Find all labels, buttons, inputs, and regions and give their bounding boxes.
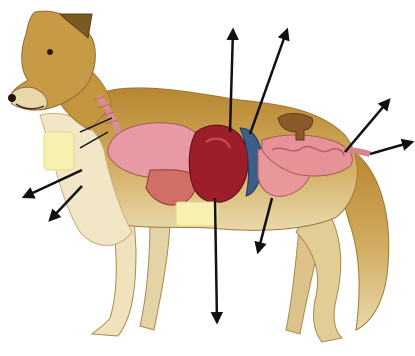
label-box-belly	[176, 202, 218, 226]
arrow-rectum-right	[370, 142, 412, 154]
label-box-throat	[44, 132, 74, 170]
dog-eye	[47, 49, 53, 55]
heart	[189, 125, 248, 202]
dog-nose	[8, 94, 16, 102]
arrow-colon-up-right	[345, 100, 389, 152]
dog-front-leg-far	[140, 220, 170, 330]
